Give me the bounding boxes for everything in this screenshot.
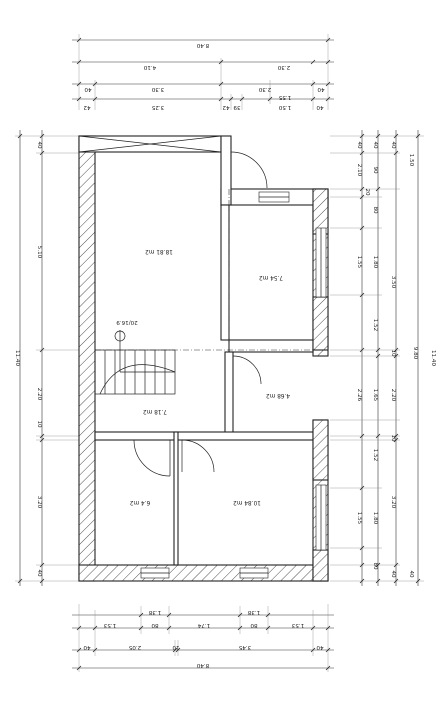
- dim-right-c3-e: 10: [390, 434, 396, 442]
- right-dimensions: 40 2.10 20 80 1.55 1.52 2.26 1.52 1.55 8…: [330, 130, 436, 586]
- dim-bottom-row-a-c: 10: [172, 644, 180, 650]
- room-area-living: 18.81 m2: [145, 248, 173, 254]
- dim-top-row3-d: 40: [84, 86, 92, 92]
- dim-bottom-row-a-d: 3.45: [238, 644, 251, 650]
- room-area-sw: 6.4 m2: [129, 499, 150, 505]
- dim-top-row4-d: 39: [233, 104, 241, 110]
- windows: [140, 191, 327, 579]
- dim-left-a: 40: [36, 141, 42, 149]
- wall-interior-vertical: [220, 204, 230, 341]
- wall-interior-mid: [94, 431, 314, 441]
- room-area-east: 7.54 m2: [259, 274, 283, 280]
- room-area-bath: 4.68 m2: [266, 392, 290, 398]
- dim-right-c2-f: 40: [390, 570, 396, 578]
- dim-top-row4-f: 40: [316, 104, 324, 110]
- dim-right-c1-e: 1.55: [356, 256, 362, 269]
- bottom-dimensions: 1.38 1.38 1.53 80 1.74 80 1.53 40 2.05 1…: [72, 604, 334, 672]
- dim-bottom-row-b-d: 80: [250, 622, 258, 628]
- dim-bottom-row-a-b: 2.05: [128, 644, 141, 650]
- dim-right-c3-a: 1.50: [408, 154, 414, 167]
- dim-bottom-row-a-a: 40: [83, 644, 91, 650]
- room-area-hall: 7.18 m2: [143, 408, 167, 414]
- dim-top-row4-a: 42: [83, 104, 90, 110]
- wall-interior-bath: [224, 351, 234, 435]
- dim-right-c3-c: 10: [390, 349, 396, 357]
- dim-top-row3-c: 2.30: [258, 86, 271, 92]
- building-plan: 18.81 m2 7.54 m2 4.68 m2 7.18 m2 6.4 m2 …: [78, 135, 329, 582]
- dim-bottom-row-a-e: 40: [316, 644, 324, 650]
- dim-top-row3-a: 40: [317, 86, 325, 92]
- dim-top-row3b: 1.55: [278, 94, 291, 100]
- room-area-se: 10.84 m2: [233, 499, 261, 505]
- dim-right-c2-e: 1.80: [372, 512, 378, 525]
- doors: [133, 151, 268, 477]
- dim-bottom-row-b-e: 1.53: [291, 622, 304, 628]
- dim-right-c1-g: 2.26: [356, 389, 362, 402]
- wall-interior-split: [173, 431, 179, 566]
- dim-right-c3-f: 3.20: [390, 496, 396, 509]
- dim-right-c1-i: 1.55: [356, 512, 362, 525]
- dim-bottom-row-b-c: 1.74: [197, 622, 210, 628]
- dim-top-row2-b: 2.30: [277, 64, 290, 70]
- dim-bottom-overall: 8.40: [196, 662, 209, 668]
- dim-right-c2-a: 40: [372, 141, 378, 149]
- dim-right-c3-g: 40: [390, 141, 396, 149]
- dim-top-row2-a: 4.10: [143, 64, 156, 70]
- dim-top-row4-c: 42: [222, 104, 229, 110]
- dim-left-e: 3.20: [36, 496, 42, 509]
- wall-notch-left: [220, 135, 232, 206]
- dim-right-c1-f: 1.52: [372, 319, 378, 331]
- dim-right-c2-c: 1.80: [372, 256, 378, 269]
- wall-bottom: [78, 564, 329, 582]
- dim-right-c1-b: 2.10: [356, 164, 362, 177]
- dim-right-c2-d: 1.65: [372, 389, 378, 402]
- dim-top-overall: 8.40: [196, 42, 209, 48]
- dim-right-overall: 11.40: [430, 350, 436, 366]
- dim-bottom-row-b-b: 80: [151, 622, 159, 628]
- dim-right-c2-b: 90: [372, 166, 378, 174]
- stair-label: 20/16.9: [116, 319, 138, 325]
- dim-left-f: 40: [36, 569, 42, 577]
- dim-left-overall: 11.40: [14, 350, 20, 366]
- dim-right-c1-h: 1.52: [372, 449, 378, 461]
- dim-top-row4-b: 3.25: [151, 104, 164, 110]
- dim-right-c1-c: 20: [364, 188, 370, 196]
- dim-left-d: 10: [36, 420, 42, 428]
- dim-right-c1-j: 80: [372, 562, 378, 570]
- dim-bottom-row-c-a: 1.38: [148, 609, 161, 615]
- dim-bottom-row-c-b: 1.38: [247, 609, 260, 615]
- dim-bottom-row-b-a: 1.53: [103, 622, 116, 628]
- dim-right-c1-a: 40: [356, 141, 362, 149]
- dim-right-c3-h: 40: [408, 570, 414, 578]
- dim-left-b: 5.10: [36, 246, 42, 259]
- dim-right-c3-d: 2.20: [390, 389, 396, 402]
- dim-right-c1-d: 80: [372, 206, 378, 214]
- dim-top-row3-b: 3.30: [151, 86, 164, 92]
- left-dimensions: 11.40 40 5.10 2.20 10 3.20 40: [14, 130, 80, 586]
- dim-left-c: 2.20: [36, 388, 42, 401]
- dim-top-row4-e: 1.50: [278, 104, 291, 110]
- stair: [94, 330, 176, 395]
- dim-right-c3-b: 3.50: [390, 276, 396, 289]
- wall-left: [78, 135, 96, 582]
- dim-right-outer: 9.80: [412, 347, 418, 360]
- top-dimensions: 8.40 4.10 2.30 40 3.30 2.30 40 1.55 42 3…: [72, 34, 334, 110]
